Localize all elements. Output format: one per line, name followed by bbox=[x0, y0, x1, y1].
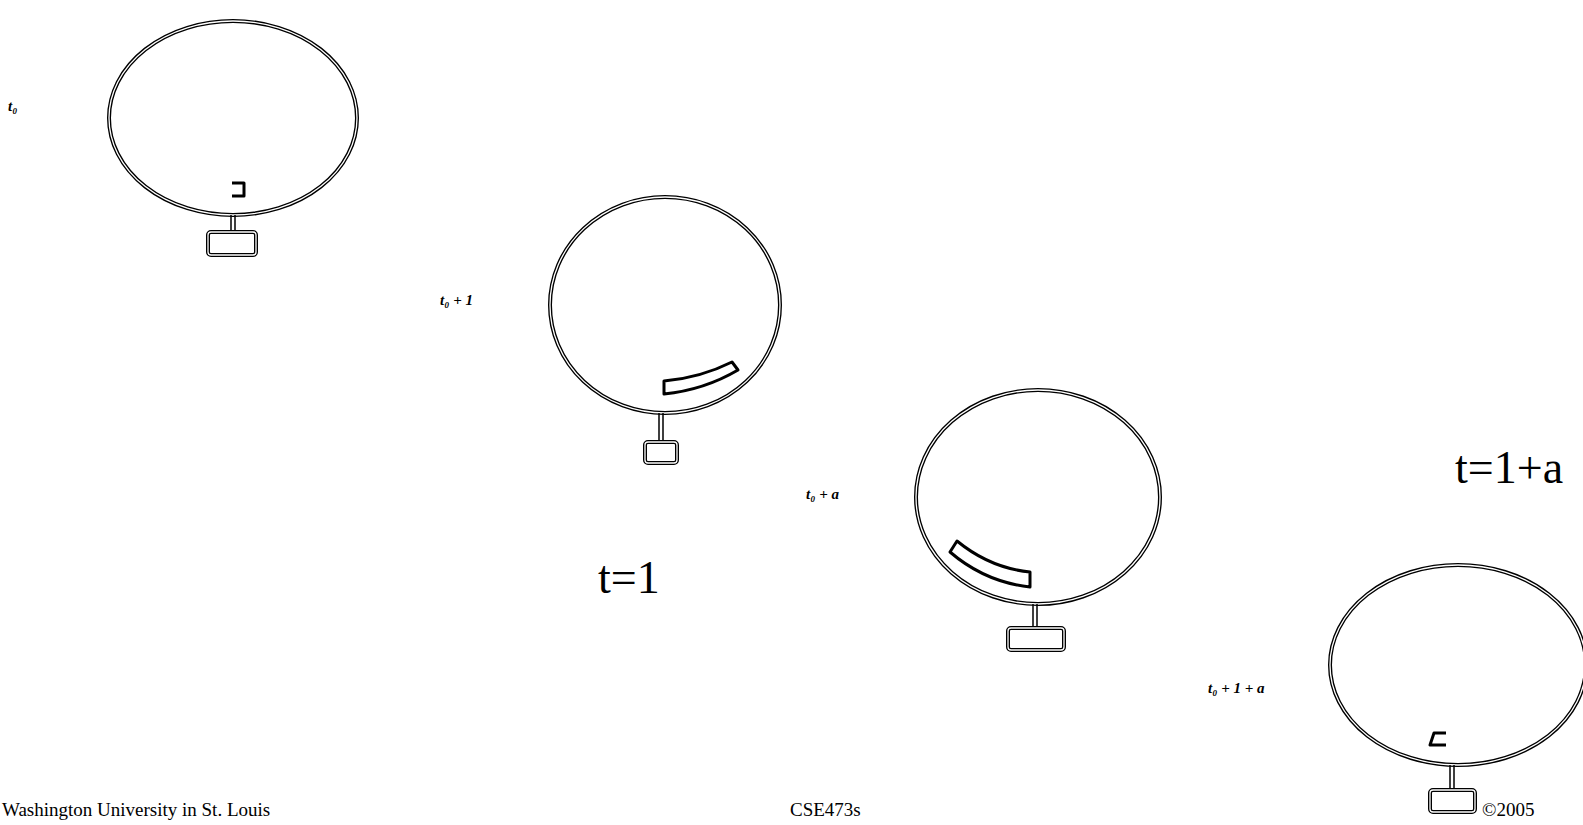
clock bbox=[550, 197, 780, 463]
time-label: t₀ bbox=[8, 98, 17, 115]
time-annotation: t=1+a bbox=[1455, 443, 1563, 494]
time-label: t₀ + 1 + a bbox=[1208, 680, 1265, 697]
clock bbox=[916, 390, 1160, 650]
time-label: t₀ + a bbox=[806, 486, 839, 503]
clock bbox=[1330, 565, 1583, 812]
footer-text: Washington University in St. Louis bbox=[2, 800, 270, 821]
time-label: t₀ + 1 bbox=[440, 292, 473, 309]
footer-text: ©2005 bbox=[1482, 800, 1534, 821]
clock bbox=[109, 21, 357, 255]
time-annotation: t=1 bbox=[598, 553, 660, 604]
footer-text: CSE473s bbox=[790, 800, 861, 821]
